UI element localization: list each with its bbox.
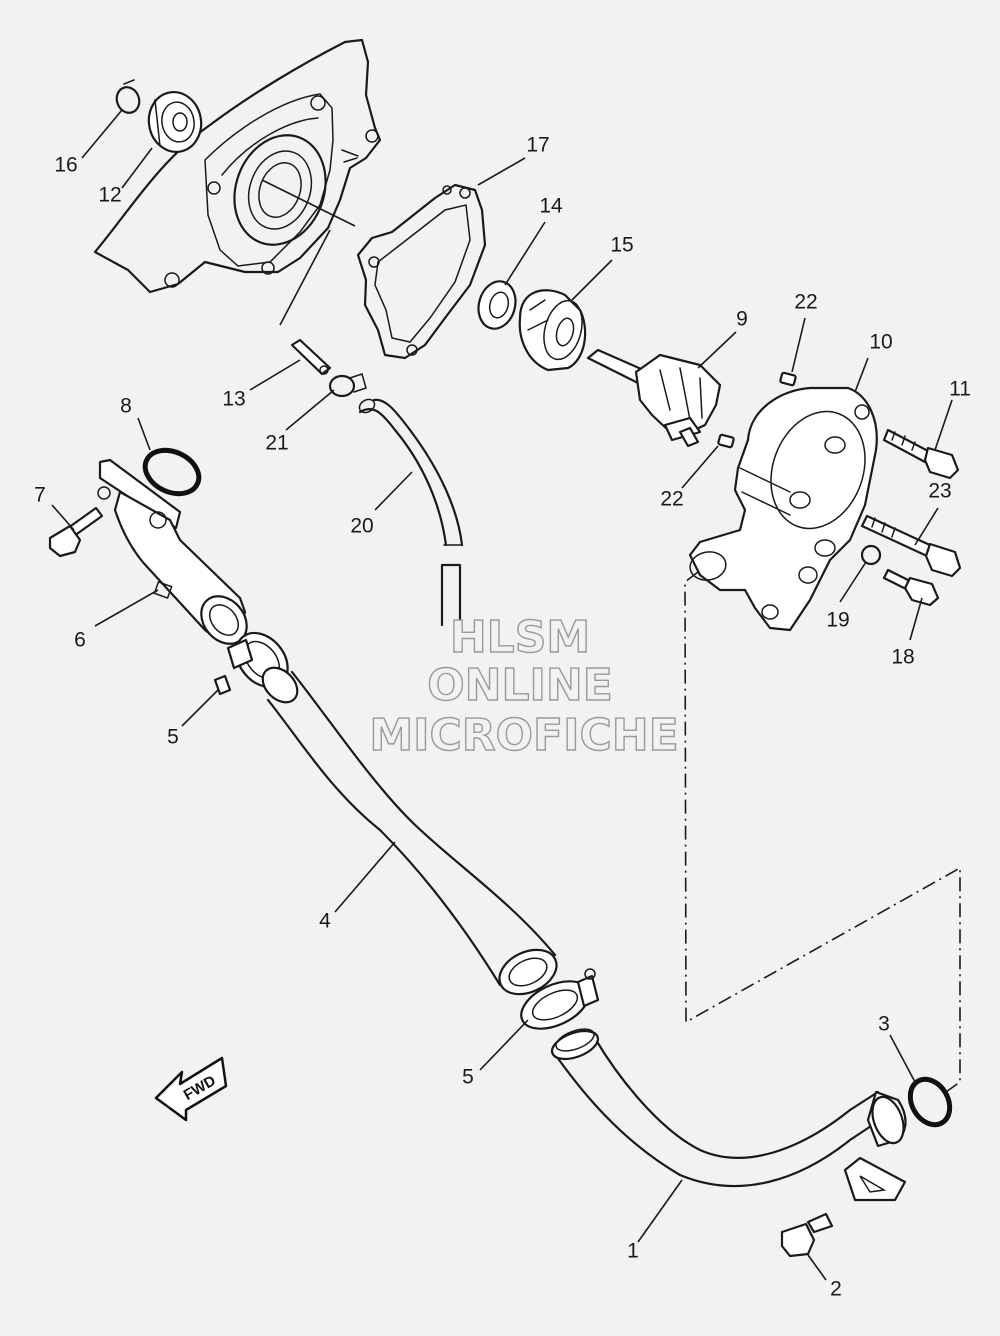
callout-9: 9 — [736, 308, 748, 331]
washer-19 — [860, 544, 882, 566]
crankcase-cover — [93, 38, 382, 326]
hose-4 — [261, 666, 558, 996]
watermark: HLSM ONLINE MICROFICHE — [369, 611, 680, 761]
fwd-arrow-icon: FWD — [154, 1056, 228, 1122]
dowel-pin-22-upper — [779, 371, 797, 387]
oil-seal-14 — [477, 280, 517, 330]
callout-6: 6 — [74, 629, 86, 652]
callout-8: 8 — [120, 395, 132, 418]
mechanical-seal-15 — [518, 289, 587, 372]
bolt-23 — [860, 514, 962, 578]
callout-1: 1 — [627, 1240, 639, 1263]
callout-4: 4 — [319, 910, 331, 933]
callout-16: 16 — [54, 154, 77, 177]
bolt-11 — [882, 428, 960, 480]
callout-10: 10 — [869, 331, 892, 354]
o-ring-3 — [907, 1076, 953, 1128]
callout-13: 13 — [222, 388, 245, 411]
callout-22-lower: 22 — [660, 488, 683, 511]
gasket-17 — [356, 183, 487, 360]
callout-5-upper: 5 — [167, 726, 179, 749]
hose-clamp-5-lower — [520, 968, 600, 1030]
assembly-guide-line — [684, 571, 961, 1093]
callout-2: 2 — [830, 1278, 842, 1301]
bearing-12 — [147, 91, 203, 153]
callout-14: 14 — [539, 195, 563, 218]
hose-20 — [358, 398, 464, 627]
impeller-shaft-9 — [586, 348, 722, 448]
callout-23: 23 — [928, 480, 951, 503]
watermark-line-3: MICROFICHE — [369, 710, 678, 761]
callout-17: 17 — [526, 134, 549, 157]
callout-18: 18 — [891, 646, 914, 669]
callout-20: 20 — [350, 515, 373, 538]
outlet-pipe-6 — [97, 458, 248, 645]
watermark-line-1: HLSM — [450, 612, 590, 663]
callout-15: 15 — [610, 234, 633, 257]
water-pipe-1 — [550, 1028, 907, 1202]
callout-21: 21 — [265, 432, 288, 455]
callout-22-upper: 22 — [794, 291, 817, 314]
callout-3: 3 — [878, 1013, 890, 1036]
circlip-16 — [115, 79, 141, 114]
bolt-7 — [48, 506, 104, 558]
pump-housing-10 — [688, 386, 878, 632]
callout-numbers: 16 12 17 14 15 9 22 10 11 22 23 19 18 13… — [34, 134, 971, 1301]
dowel-pin-22-lower — [717, 433, 735, 449]
callout-7: 7 — [34, 484, 46, 507]
pin-13 — [290, 338, 332, 376]
leader-lines — [51, 109, 953, 1281]
clamp-21 — [328, 373, 367, 398]
bolt-2 — [780, 1212, 834, 1258]
o-ring-8 — [142, 447, 202, 497]
callout-5-lower: 5 — [462, 1066, 474, 1089]
callout-12: 12 — [98, 184, 121, 207]
callout-19: 19 — [826, 609, 849, 632]
bolt-18 — [882, 568, 940, 607]
callout-11: 11 — [949, 378, 971, 401]
watermark-line-2: ONLINE — [427, 660, 613, 711]
